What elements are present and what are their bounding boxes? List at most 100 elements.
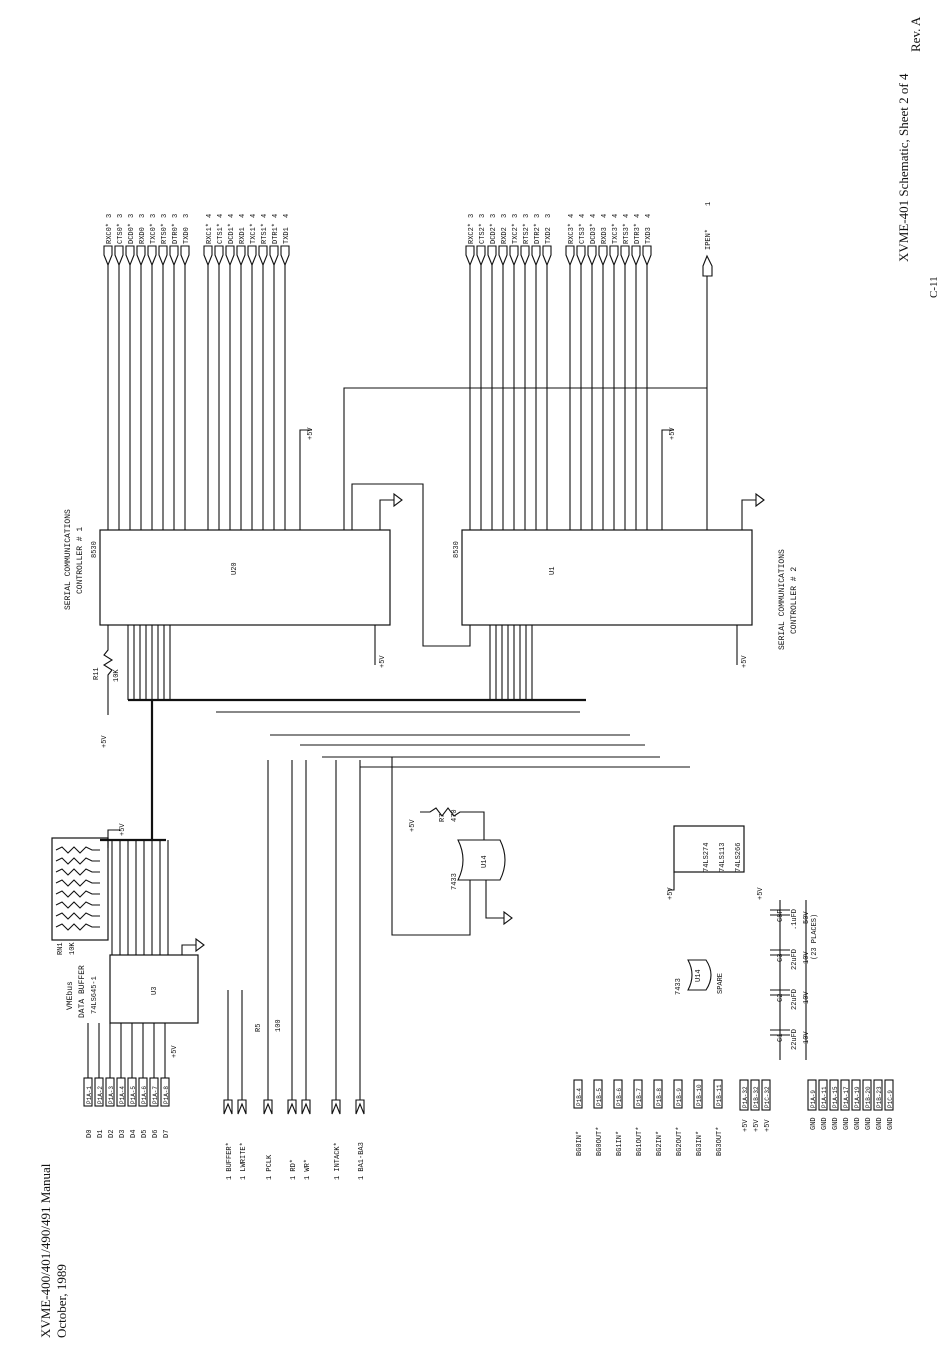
left-signal-label-4: 1 WR* (304, 1159, 312, 1180)
scc1-out-sheet-15: 4 (283, 214, 291, 218)
bg-pin-label-2: P1B-6 (616, 1088, 623, 1106)
gnd-label-6: GND (876, 1117, 884, 1130)
spare-gate (687, 959, 712, 991)
bg-pin-box-4 (653, 1079, 663, 1109)
left-signal-label-0: 1 BUFFER* (226, 1142, 234, 1180)
bg-pin-label-1: P1B-5 (596, 1088, 603, 1106)
scc1-out-connector-9 (214, 245, 224, 267)
scc2-chip-body (461, 529, 753, 626)
scc2-out-sheet-0: 3 (468, 214, 476, 218)
scc1-out-connector-3 (136, 245, 146, 267)
scc1-out-sheet-8: 4 (206, 214, 214, 218)
rn1-zig-6 (55, 912, 100, 920)
gnd-connector-group: P1A-9GNDP1A-11GNDP1A-15GNDP1A-17GNDP1A-1… (807, 1079, 895, 1130)
data-bus (127, 625, 586, 702)
gnd-pin-label-0: P1A-9 (810, 1090, 817, 1108)
gnd-pin-label-3: P1A-17 (843, 1086, 850, 1108)
vcc-pin-box-1 (750, 1079, 760, 1111)
scc1-out-label-1: CTS0* (117, 223, 125, 244)
scc1-out-label-7: TXD0 (183, 227, 191, 244)
scc2-out-label-7: TXD2 (545, 227, 553, 244)
p1a-pin-label-7: P1A-8 (163, 1086, 170, 1104)
power-chip-vcc-wire (668, 872, 675, 891)
rn1-zig-3 (55, 879, 100, 887)
scc1-out-sheet-3: 3 (139, 214, 147, 218)
left-signal-label-1: 1 LWRITE* (240, 1142, 248, 1180)
gnd-pin-label-1: P1A-11 (821, 1086, 828, 1108)
scc1-out-connector-8 (203, 245, 213, 267)
bg-pin-box-2 (613, 1079, 623, 1109)
rn1-zig-7 (55, 923, 100, 931)
scc2-ref: U1 (549, 567, 557, 575)
buffer-gnd-wire (181, 944, 196, 955)
scc1-out-connector-10 (225, 245, 235, 267)
gnd-pin-label-5: P1B-20 (865, 1086, 872, 1108)
scc2-pullup-vcc: +5V (669, 427, 677, 440)
scc1-out-label-5: RTS0* (161, 223, 169, 244)
rn1-network (51, 837, 109, 941)
bg-signal-label-1: BG0OUT* (596, 1127, 604, 1156)
bg-signal-label-3: BG1OUT* (636, 1127, 644, 1156)
cap-name-1: C2 (777, 994, 785, 1002)
scc2-out-connector-0 (465, 245, 475, 267)
gnd-pin-box-5 (862, 1079, 872, 1111)
scc1-out-connector-11 (236, 245, 246, 267)
scc2-out-sheet-8: 4 (568, 214, 576, 218)
u14-gnd-icon (503, 910, 513, 926)
scc1-out-label-8: RXC1* (206, 223, 214, 244)
gnd-pin-label-7: P1C-9 (887, 1090, 894, 1108)
r11-ref: R11 (93, 667, 101, 680)
scc1-ref: U20 (231, 562, 239, 575)
scc1-out-label-14: DTR1* (272, 223, 280, 244)
scc2-out-sheet-11: 4 (601, 214, 609, 218)
r5-ref: R5 (255, 1024, 263, 1032)
scc1-out-label-10: DCD1* (228, 223, 236, 244)
left-signal-label-3: 1 RD* (290, 1159, 298, 1180)
left-signal-label-5: 1 INTACK* (334, 1142, 342, 1180)
rn1-zig-5 (55, 901, 100, 909)
scc1-out-sheet-14: 4 (272, 214, 280, 218)
scc1-out-connector-12 (247, 245, 257, 267)
p1a-pin-label-3: P1A-4 (119, 1086, 126, 1104)
gnd-label-2: GND (832, 1117, 840, 1130)
scc2-out-connector-3 (498, 245, 508, 267)
buffer-ref: U3 (151, 987, 159, 995)
r5-value: 100 (275, 1019, 283, 1032)
scc1-out-connector-6 (169, 245, 179, 267)
scc2-gnd-icon (755, 492, 765, 508)
rn1-resistors (55, 846, 100, 931)
bg-pin-label-3: P1B-7 (636, 1088, 643, 1106)
power-chip-1: 74LS274 (703, 843, 711, 872)
scc2-vcc-label: +5V (741, 655, 749, 668)
scc2-out-label-11: RXD3 (601, 227, 609, 244)
cap-val-3: .1uFD (791, 909, 799, 930)
vcc-pin-label-0: P1A-32 (742, 1086, 749, 1108)
scc2-title-2: CONTROLLER # 2 (790, 567, 799, 634)
vcc-pin-label-2: P1C-32 (764, 1086, 771, 1108)
cap-val-0: 22uFD (791, 1029, 799, 1050)
u14-or-gate (457, 839, 506, 881)
cap-volt-1: 10V (803, 991, 811, 1004)
scc2-out-sheet-13: 4 (623, 214, 631, 218)
u14-part: 7433 (451, 873, 459, 890)
r7-vcc: +5V (409, 819, 417, 832)
scc2-out-connector-8 (565, 245, 575, 267)
left-signal-connector-4 (301, 1099, 311, 1115)
scc1-out-label-6: DTR0* (172, 223, 180, 244)
bg-pin-label-6: P1B-10 (696, 1084, 703, 1106)
scc1-out-connector-7 (180, 245, 190, 267)
cap-volt-2: 10V (803, 951, 811, 964)
scc1-title-2: CONTROLLER # 1 (76, 527, 85, 594)
scc2-out-label-1: CTS2* (479, 223, 487, 244)
left-signal-connector-2 (263, 1099, 273, 1115)
vcc-label-1: +5V (753, 1119, 761, 1132)
scc1-out-connector-14 (269, 245, 279, 267)
scc2-out-label-12: TXC3* (612, 223, 620, 244)
cap-name-0: C1 (777, 1034, 785, 1042)
power-chip-3: 74LS266 (735, 843, 743, 872)
scc1-chip-body (99, 529, 391, 626)
scc1-out-label-2: DCD0* (128, 223, 136, 244)
r11-resistor (102, 625, 114, 715)
scc1-out-connector-2 (125, 245, 135, 267)
